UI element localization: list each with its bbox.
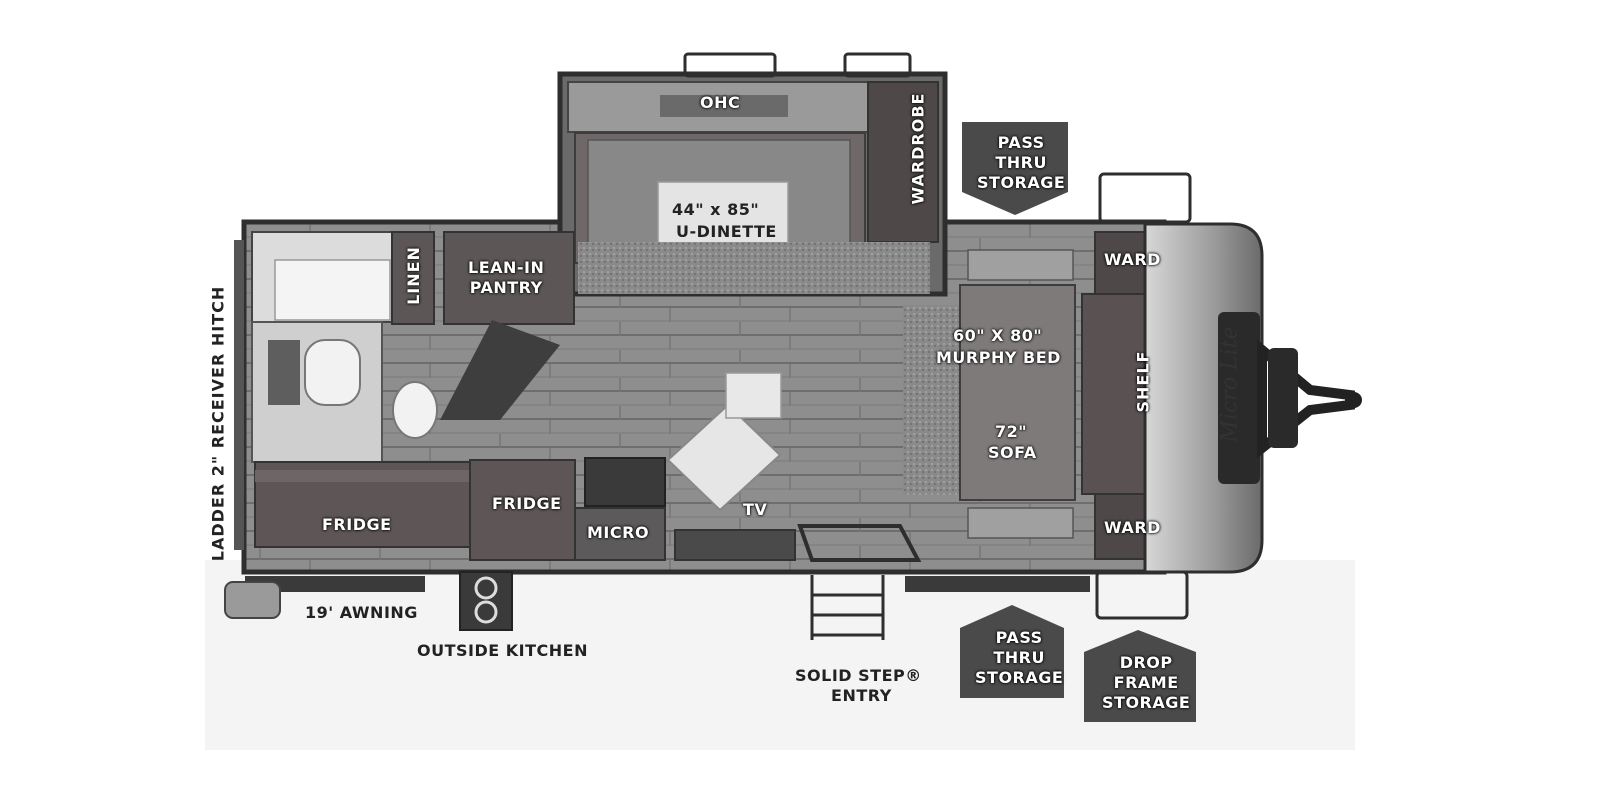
outside-kitchen-label: OUTSIDE KITCHEN	[417, 641, 588, 660]
murphy-bed	[959, 284, 1076, 501]
awning-bar	[245, 576, 425, 592]
ward-top-label: WARD	[1104, 250, 1161, 269]
ward-bottom-cabinet	[1094, 493, 1148, 560]
bathroom-sink	[304, 339, 361, 406]
tv-label: TV	[743, 500, 768, 519]
entry-door	[797, 524, 922, 562]
dinette-rug	[578, 242, 930, 294]
murphy-size-label: 60" X 80"	[953, 326, 1043, 345]
pantry-cabinet	[443, 231, 575, 325]
micro-label: MICRO	[587, 523, 650, 542]
dinette-size-label: 44" x 85"	[672, 200, 760, 219]
sofa-label: SOFA	[988, 443, 1037, 462]
ward-bottom-label: WARD	[1104, 518, 1161, 537]
kitchen-sink	[666, 403, 782, 512]
fridge-cabinet	[469, 459, 576, 561]
wardrobe-label: WARDROBE	[908, 92, 928, 205]
drop-frame-storage-label: DROP FRAME STORAGE	[1102, 653, 1191, 712]
front-cap	[1143, 222, 1264, 574]
outdoor-fridge-label: FRIDGE	[322, 515, 392, 534]
toilet	[392, 381, 438, 439]
pass-thru-storage-bottom-badge	[960, 605, 1064, 698]
murphy-label: MURPHY BED	[936, 348, 1061, 367]
linen-label: LINEN	[403, 246, 423, 305]
pass-thru-storage-top-badge	[962, 122, 1068, 215]
brand-logo: Micro Lite	[1217, 326, 1243, 443]
solid-step	[810, 575, 885, 640]
pass-thru-storage-bottom-label: PASS THRU STORAGE	[975, 628, 1064, 687]
pass-thru-storage-top-label: PASS THRU STORAGE	[977, 133, 1066, 192]
shelf-label: SHELF	[1133, 350, 1153, 413]
ohc-label: OHC	[700, 93, 741, 112]
solid-step-label: SOLID STEP® ENTRY	[795, 666, 922, 705]
shelf-cabinet	[1081, 293, 1148, 495]
dinette-label: U-DINETTE	[676, 222, 777, 241]
propane	[1268, 348, 1298, 448]
micro-cabinet	[574, 507, 666, 561]
stove	[584, 457, 666, 507]
rear-ladder	[234, 240, 244, 550]
pantry-label: LEAN-IN PANTRY	[468, 258, 545, 297]
hitch-label: LADDER 2" RECEIVER HITCH	[208, 285, 228, 562]
sofa-size-label: 72"	[995, 422, 1028, 441]
awning-label: 19' AWNING	[305, 603, 418, 622]
awning-motor	[224, 581, 281, 619]
front-window	[1218, 312, 1260, 484]
drop-frame-storage-badge	[1084, 630, 1196, 722]
linen-cabinet	[391, 231, 435, 325]
wardrobe-cabinet	[867, 81, 939, 243]
fridge-label: FRIDGE	[492, 494, 562, 513]
